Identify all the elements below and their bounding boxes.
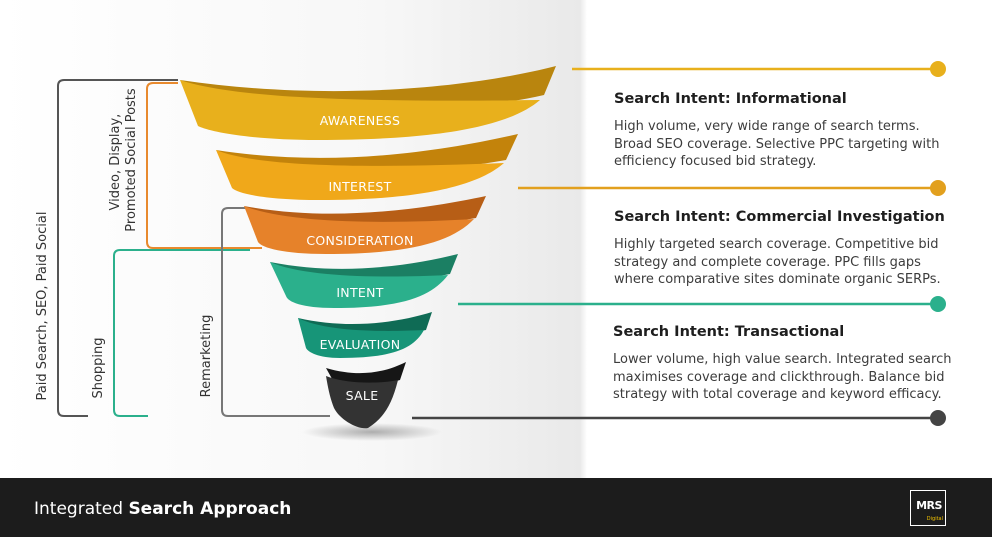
intent-title-commercial: Search Intent: Commercial Investigation: [614, 209, 945, 225]
bracket-remarketing: [221, 207, 330, 417]
channel-label-paid: Paid Search, SEO, Paid Social: [35, 212, 50, 401]
connector-dot-informational: [930, 61, 946, 77]
logo-subtext: Digital: [926, 516, 943, 522]
svg-text:AWARENESS: AWARENESS: [320, 113, 401, 128]
bracket-paid-search: [57, 79, 178, 417]
svg-text:SALE: SALE: [346, 388, 379, 403]
intent-body-commercial: Highly targeted search coverage. Competi…: [614, 237, 941, 287]
footer-bar: Integrated Search Approach: [0, 478, 992, 537]
funnel-stage-interest: INTEREST: [216, 134, 518, 200]
svg-text:INTENT: INTENT: [336, 285, 383, 300]
intent-title-informational: Search Intent: Informational: [614, 91, 847, 107]
connector-dot-sale: [930, 410, 946, 426]
svg-text:EVALUATION: EVALUATION: [320, 337, 401, 352]
funnel-stage-evaluation: EVALUATION: [298, 312, 432, 358]
svg-text:CONSIDERATION: CONSIDERATION: [306, 233, 413, 248]
intent-title-transactional: Search Intent: Transactional: [613, 324, 845, 340]
footer-title: Integrated Search Approach: [34, 499, 292, 519]
intent-body-transactional: Lower volume, high value search. Integra…: [613, 352, 952, 402]
bracket-video-display: [146, 82, 262, 249]
channel-label-shopping: Shopping: [91, 337, 106, 398]
svg-text:INTEREST: INTEREST: [328, 179, 391, 194]
funnel-stage-intent: INTENT: [270, 254, 458, 308]
mrs-digital-logo[interactable]: MRS Digital: [910, 490, 946, 526]
bracket-shopping: [113, 249, 250, 417]
logo-text: MRS: [916, 499, 942, 512]
channel-label-video: Video, Display, Promoted Social Posts: [108, 88, 139, 232]
connector-dot-transactional: [930, 296, 946, 312]
funnel-stage-awareness: AWARENESS: [180, 66, 556, 140]
intent-block-transactional: Search Intent: Transactional Lower volum…: [613, 324, 973, 404]
channel-label-remarketing: Remarketing: [199, 315, 214, 398]
intent-block-commercial: Search Intent: Commercial Investigation …: [614, 209, 974, 289]
funnel-stage-sale: SALE: [326, 362, 406, 429]
funnel-diagram: Paid Search, SEO, Paid Social Video, Dis…: [35, 61, 946, 441]
funnel-stage-consideration: CONSIDERATION: [244, 196, 486, 254]
intent-block-informational: Search Intent: Informational High volume…: [614, 91, 974, 171]
diagram-canvas: Paid Search, SEO, Paid Social Video, Dis…: [0, 0, 992, 478]
connector-dot-commercial: [930, 180, 946, 196]
funnel-shadow: [302, 423, 442, 441]
intent-body-informational: High volume, very wide range of search t…: [614, 119, 940, 169]
